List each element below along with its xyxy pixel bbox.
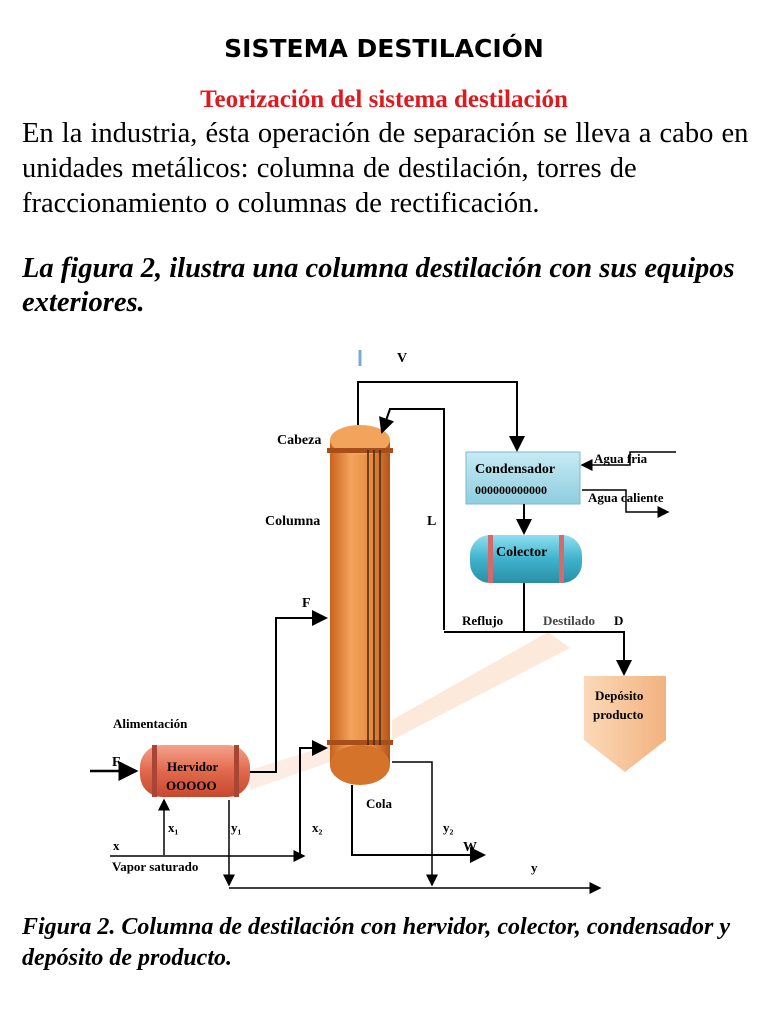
tank-label-1: Depósito bbox=[595, 688, 643, 703]
page-title: SISTEMA DESTILACIÓN bbox=[224, 34, 544, 63]
label-reflujo: Reflujo bbox=[462, 613, 503, 628]
label-destilado: Destilado bbox=[543, 613, 595, 628]
label-w: W bbox=[463, 840, 477, 855]
label-agua-fria: Agua fria bbox=[594, 451, 648, 466]
boiler-label: Hervidor bbox=[167, 759, 218, 774]
label-f-left: F bbox=[112, 755, 121, 770]
label-columna: Columna bbox=[265, 514, 320, 529]
boiler-coil: OOOOO bbox=[166, 778, 217, 793]
label-cola: Cola bbox=[366, 796, 393, 811]
condenser: Condensador 000000000000 bbox=[465, 451, 581, 505]
condenser-label: Condensador bbox=[475, 462, 555, 477]
label-agua-caliente: Agua caliente bbox=[588, 490, 664, 505]
label-y1: y₁ bbox=[231, 820, 242, 835]
distillation-diagram: V L Cabeza Columna Condensador 000000000… bbox=[90, 350, 676, 894]
label-cabeza: Cabeza bbox=[277, 433, 321, 448]
label-y2: y₂ bbox=[443, 820, 454, 835]
label-x1: x₁ bbox=[168, 820, 179, 835]
label-vapor-saturado: Vapor saturado bbox=[112, 859, 198, 874]
label-v: V bbox=[397, 351, 407, 366]
label-x2: x₂ bbox=[312, 820, 323, 835]
distillation-column bbox=[327, 425, 393, 785]
figure-intro: La figura 2, ilustra una columna destila… bbox=[22, 253, 735, 318]
label-alimentacion: Alimentación bbox=[113, 716, 188, 731]
label-x: x bbox=[113, 838, 120, 853]
label-d: D bbox=[614, 613, 623, 628]
shadow-beam-right bbox=[392, 632, 570, 740]
boiler: Hervidor OOOOO bbox=[140, 745, 250, 797]
tank-label-2: producto bbox=[593, 707, 643, 722]
product-tank: Depósito producto bbox=[584, 676, 666, 772]
condenser-coil: 000000000000 bbox=[475, 483, 547, 497]
collector-label: Colector bbox=[496, 545, 547, 560]
figure-caption: Figura 2. Columna de destilación con her… bbox=[22, 914, 731, 971]
collector: Colector bbox=[470, 535, 582, 583]
label-l: L bbox=[427, 514, 436, 529]
label-y: y bbox=[531, 860, 538, 875]
section-subtitle: Teorización del sistema destilación bbox=[200, 86, 568, 113]
shadow-beam-left bbox=[250, 745, 330, 790]
label-f-top: F bbox=[302, 596, 311, 611]
intro-paragraph: En la industria, ésta operación de separ… bbox=[22, 118, 749, 219]
